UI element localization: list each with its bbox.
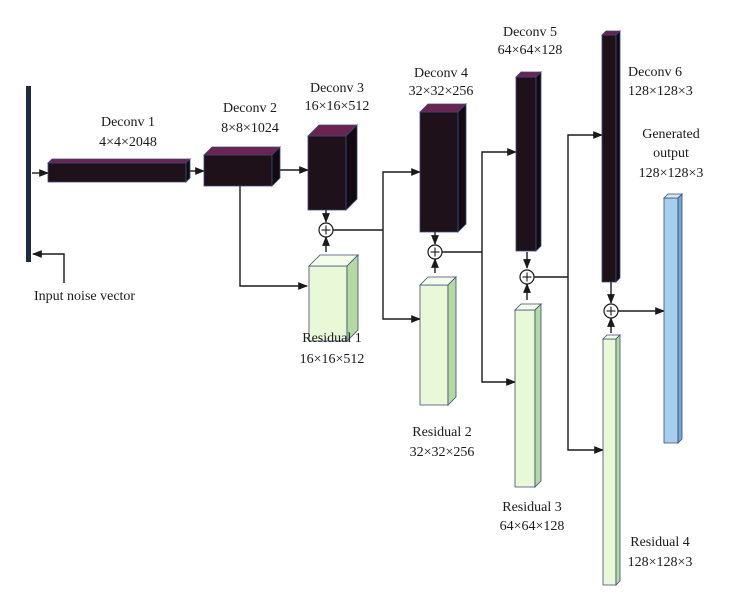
- residual3-block: [514, 303, 542, 488]
- residual4-block: [602, 334, 621, 586]
- deconv1-block-side-face: [185, 158, 191, 183]
- deconv6-dims: 128×128×3: [628, 84, 693, 99]
- output-dims: 128×128×3: [639, 166, 704, 181]
- deconv1-block-front-face: [47, 162, 187, 183]
- residual2-block-front-face: [419, 284, 449, 406]
- arrow-deconv2-to-residual1: [239, 186, 308, 290]
- deconv2-name: Deconv 2: [223, 101, 277, 116]
- deconv4-block: [419, 103, 467, 233]
- residual1-name: Residual 1: [302, 331, 362, 346]
- residual4-dims: 128×128×3: [628, 555, 693, 570]
- deconv2-block: [203, 146, 281, 187]
- deconv5-block-front-face: [515, 76, 537, 252]
- residual3-block-front-face: [514, 309, 536, 488]
- deconv6-block-side-face: [615, 30, 621, 283]
- deconv1-dims: 4×4×2048: [99, 135, 157, 150]
- deconv3-block-front-face: [307, 135, 347, 211]
- layer-blocks: [47, 30, 683, 586]
- deconv3-block-side-face: [345, 124, 358, 211]
- deconv3-name: Deconv 3: [310, 81, 364, 96]
- arrow-sum2-to-residual3: [481, 252, 516, 386]
- sum-node-4: [603, 303, 619, 319]
- labels: Input noise vector Deconv 1 4×4×2048 Dec…: [34, 25, 703, 570]
- deconv1-block: [47, 158, 191, 183]
- residual4-name: Residual 4: [630, 535, 690, 550]
- residual2-dims: 32×32×256: [410, 445, 475, 460]
- deconv5-block: [515, 71, 542, 252]
- sum-node-1: [318, 222, 334, 238]
- output-label-line1: Generated: [642, 127, 700, 142]
- deconv5-dims: 64×64×128: [498, 43, 563, 58]
- sum-node-2: [427, 244, 443, 260]
- deconv4-dims: 32×32×256: [409, 84, 474, 99]
- residual1-block: [308, 254, 359, 342]
- residual1-dims: 16×16×512: [300, 352, 365, 367]
- output-block-side-face: [677, 193, 683, 444]
- arrow-sum2-to-deconv5: [481, 148, 517, 252]
- deconv3-dims: 16×16×512: [305, 99, 370, 114]
- arrow-sum3-to-deconv6: [567, 131, 603, 277]
- sum-node-3: [519, 269, 535, 285]
- residual3-block-side-face: [534, 303, 542, 488]
- deconv2-block-top-face: [203, 146, 281, 156]
- arrow-sum1-to-residual2: [382, 230, 421, 323]
- residual1-block-front-face: [308, 265, 348, 342]
- connections: [32, 131, 665, 454]
- input-label: Input noise vector: [34, 289, 135, 304]
- deconv2-block-front-face: [203, 154, 273, 187]
- deconv6-block: [601, 30, 621, 283]
- deconv6-name: Deconv 6: [628, 65, 682, 80]
- deconv4-block-side-face: [457, 103, 467, 233]
- deconv4-block-front-face: [419, 111, 459, 233]
- output-block-front-face: [663, 197, 679, 444]
- residual3-dims: 64×64×128: [500, 519, 565, 534]
- deconv5-name: Deconv 5: [503, 25, 557, 40]
- arrow-sum3-to-residual4: [567, 277, 604, 454]
- output-label-line2: output: [653, 146, 689, 161]
- deconv6-block-front-face: [601, 34, 617, 283]
- deconv1-block-top-face: [47, 158, 191, 164]
- input-noise-bar: [26, 86, 31, 262]
- deconv2-block-side-face: [271, 146, 281, 187]
- residual2-name: Residual 2: [412, 425, 472, 440]
- deconv4-name: Deconv 4: [414, 66, 468, 81]
- arrow-sum1-to-deconv4: [382, 168, 421, 230]
- residual1-block-side-face: [346, 254, 359, 342]
- residual2-block: [419, 276, 457, 406]
- deconv5-block-side-face: [535, 71, 542, 252]
- deconv2-dims: 8×8×1024: [221, 121, 279, 136]
- deconv1-name: Deconv 1: [101, 115, 155, 130]
- deconv3-block: [307, 124, 358, 211]
- residual4-block-front-face: [602, 338, 617, 586]
- residual4-block-side-face: [615, 334, 621, 586]
- residual3-name: Residual 3: [502, 500, 562, 515]
- arrow-noise-label-to-input: [32, 250, 65, 283]
- output-block: [663, 193, 683, 444]
- residual2-block-side-face: [447, 276, 457, 406]
